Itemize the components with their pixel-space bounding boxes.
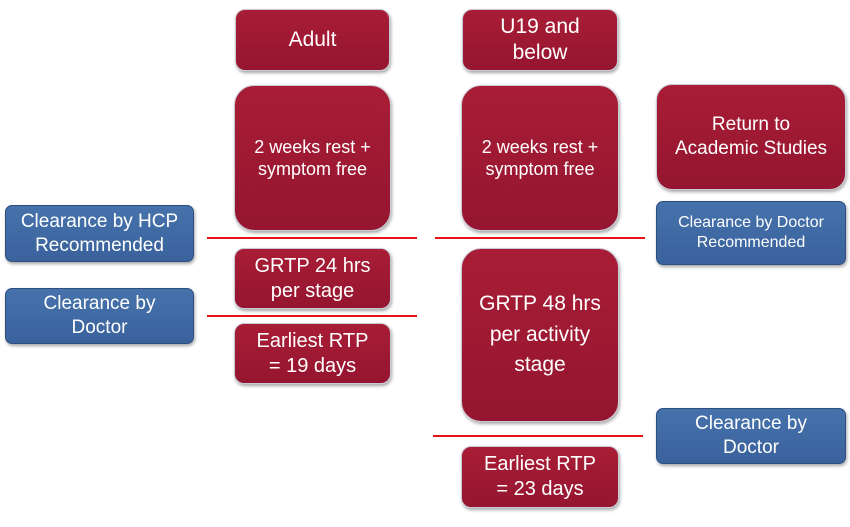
adult-divider-2 [207,315,417,317]
clearance-hcp-box: Clearance by HCP Recommended [5,205,194,262]
adult-divider-1 [207,237,417,239]
clearance-doctor-left-box: Clearance by Doctor [5,288,194,344]
u19-divider-1 [435,237,645,239]
u19-grtp-step: GRTP 48 hrs per activity stage [461,248,619,422]
adult-grtp-step: GRTP 24 hrs per stage [234,248,391,309]
u19-earliest-rtp: Earliest RTP = 23 days [461,446,619,508]
adult-header: Adult [235,9,390,71]
u19-divider-2 [433,435,643,437]
clearance-doctor-recommended-box: Clearance by Doctor Recommended [656,201,846,265]
u19-rest-step: 2 weeks rest + symptom free [461,85,619,231]
adult-earliest-rtp: Earliest RTP = 19 days [234,323,391,384]
adult-rest-step: 2 weeks rest + symptom free [234,85,391,231]
return-to-academic-box: Return to Academic Studies [656,84,846,190]
u19-header: U19 and below [462,9,618,71]
clearance-doctor-right-box: Clearance by Doctor [656,408,846,464]
